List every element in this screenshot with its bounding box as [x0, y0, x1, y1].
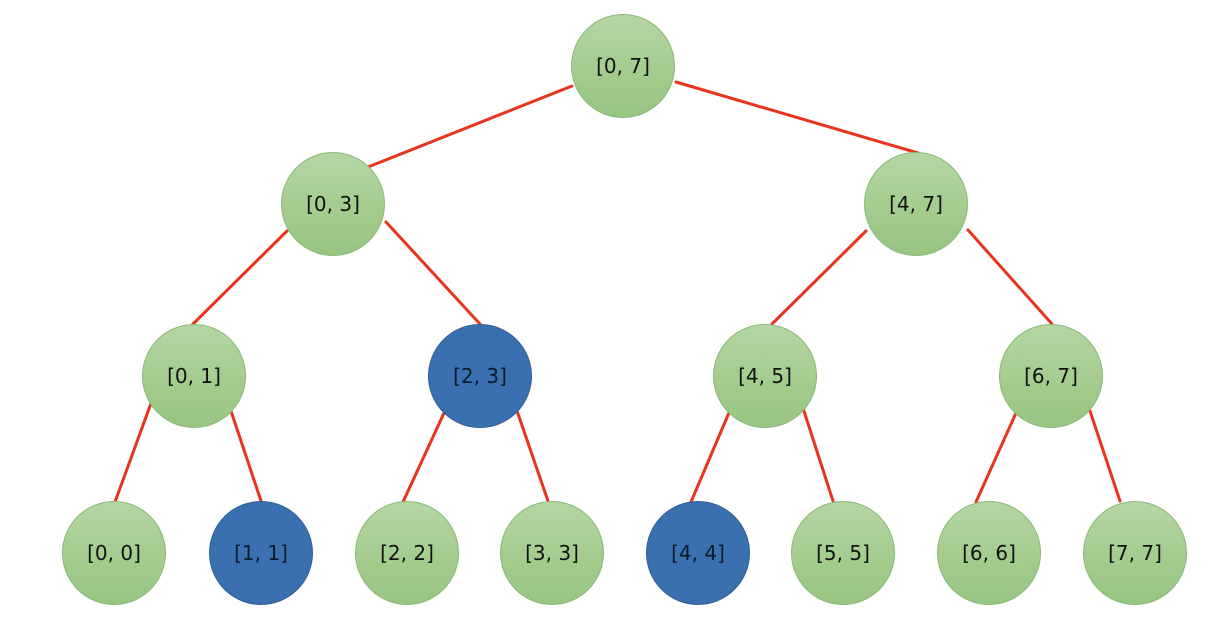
node-label: [4, 4]	[671, 541, 725, 565]
node-7-7: [7, 7]	[1083, 501, 1187, 605]
edge-2-6	[966, 228, 1054, 326]
node-0-3: [0, 3]	[281, 152, 385, 256]
node-label: [3, 3]	[525, 541, 579, 565]
node-2-2: [2, 2]	[355, 501, 459, 605]
node-label: [2, 3]	[453, 364, 507, 388]
node-4-7: [4, 7]	[864, 152, 968, 256]
node-6-7: [6, 7]	[999, 324, 1103, 428]
node-4-4-highlighted: [4, 4]	[646, 501, 750, 605]
node-1-1-highlighted: [1, 1]	[209, 501, 313, 605]
edge-5-12	[801, 406, 835, 503]
edge-6-13	[974, 411, 1018, 504]
node-3-3: [3, 3]	[500, 501, 604, 605]
node-label: [0, 3]	[306, 192, 360, 216]
node-label: [1, 1]	[234, 541, 288, 565]
node-label: [2, 2]	[380, 541, 434, 565]
node-4-5: [4, 5]	[713, 324, 817, 428]
node-5-5: [5, 5]	[791, 501, 895, 605]
node-label: [7, 7]	[1108, 541, 1162, 565]
node-label: [0, 1]	[167, 364, 221, 388]
node-0-0: [0, 0]	[62, 501, 166, 605]
node-2-3-highlighted: [2, 3]	[428, 324, 532, 428]
edge-0-2	[674, 80, 920, 155]
node-0-7: [0, 7]	[571, 14, 675, 118]
node-label: [4, 7]	[889, 192, 943, 216]
edge-4-9	[401, 411, 446, 504]
edge-5-11	[686, 406, 733, 511]
node-0-1: [0, 1]	[142, 324, 246, 428]
edge-1-3	[191, 229, 289, 326]
edge-3-8	[228, 406, 263, 503]
edge-6-14	[1087, 406, 1122, 503]
node-6-6: [6, 6]	[937, 501, 1041, 605]
edge-0-1	[366, 84, 574, 169]
edge-2-5	[770, 229, 868, 326]
edge-4-10	[514, 406, 550, 503]
node-label: [5, 5]	[816, 541, 870, 565]
node-label: [6, 7]	[1024, 364, 1078, 388]
node-label: [0, 0]	[87, 541, 141, 565]
node-label: [6, 6]	[962, 541, 1016, 565]
node-label: [4, 5]	[738, 364, 792, 388]
edge-1-4	[384, 220, 482, 326]
node-label: [0, 7]	[596, 54, 650, 78]
